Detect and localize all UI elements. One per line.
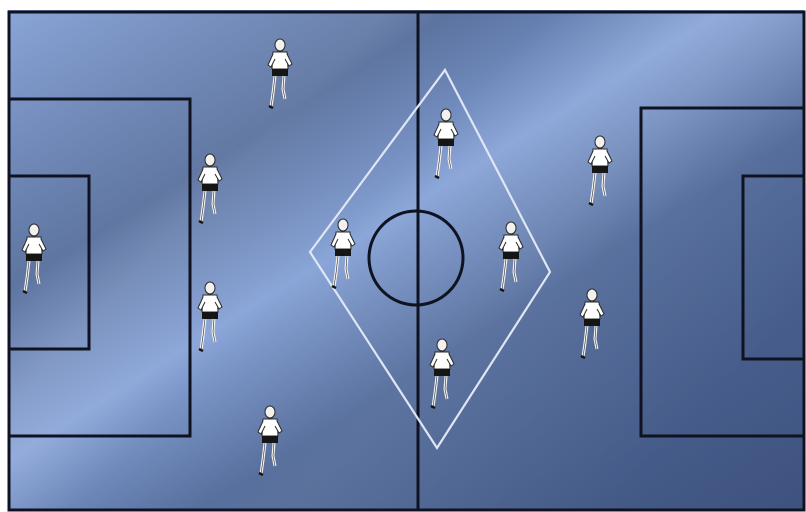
pitch-canvas: [0, 0, 806, 512]
soccer-pitch-diagram: [0, 0, 806, 512]
